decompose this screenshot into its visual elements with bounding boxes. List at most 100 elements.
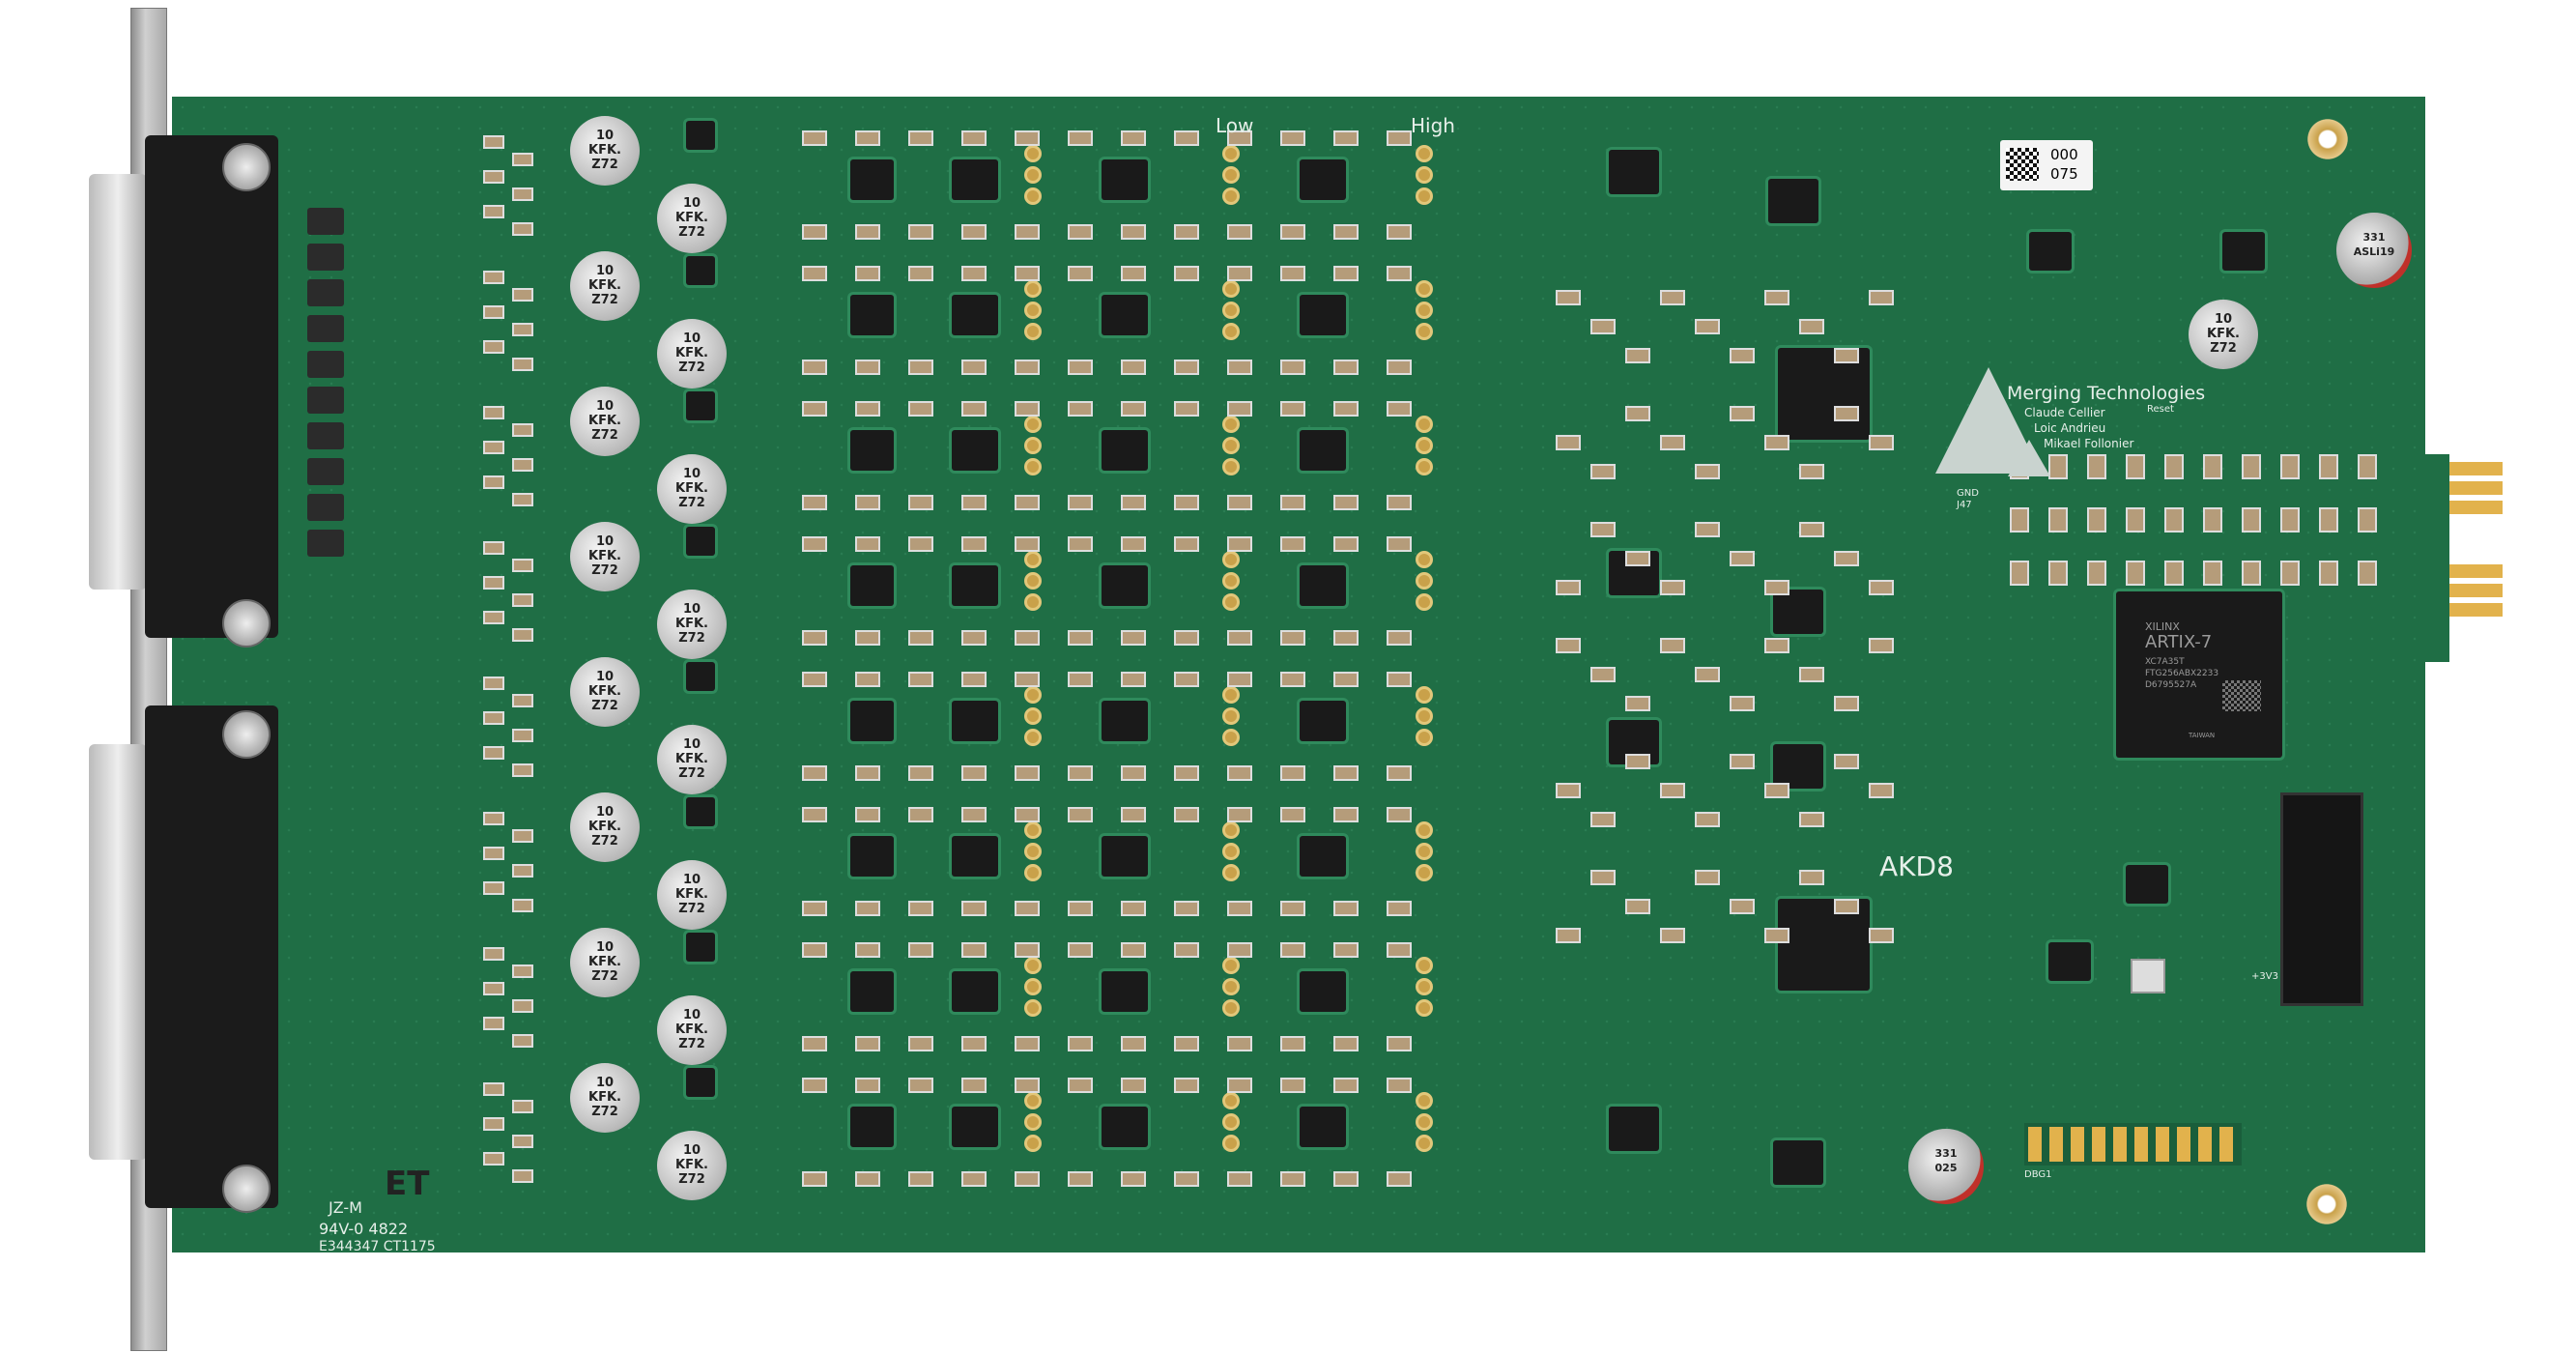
smd-resistor — [512, 593, 533, 607]
test-point — [1222, 416, 1240, 433]
smd-resistor — [1068, 807, 1093, 822]
smd-resistor — [908, 630, 933, 646]
cap-marking: 10 — [595, 940, 615, 955]
smd-resistor — [908, 765, 933, 781]
ferrite-inductor — [307, 315, 344, 342]
smd-resistor — [1280, 1078, 1305, 1093]
smd-capacitor — [2242, 454, 2261, 479]
cap-marking: 025 — [1934, 1162, 1958, 1174]
opamp-chip — [1773, 1140, 1823, 1185]
edge-connector — [2449, 462, 2503, 617]
smd-resistor — [512, 288, 533, 302]
smd-resistor — [1015, 130, 1040, 146]
reset-button[interactable] — [2131, 959, 2165, 993]
cap-marking: KFK. — [2207, 327, 2240, 341]
fpga-lot: D6795527A — [2145, 680, 2197, 690]
smd-resistor — [1227, 807, 1252, 822]
smd-resistor — [1015, 901, 1040, 916]
edge-contact — [2449, 462, 2503, 475]
smd-resistor — [483, 1152, 504, 1166]
smd-resistor — [1121, 1036, 1146, 1051]
smd-resistor — [1227, 224, 1252, 240]
smd-resistor — [483, 170, 504, 184]
smd-capacitor — [2280, 561, 2300, 586]
smd-resistor — [961, 266, 987, 281]
smd-resistor — [1068, 1171, 1093, 1187]
smd-component — [1764, 580, 1789, 595]
smd-capacitor — [2358, 561, 2377, 586]
cap-marking: KFK. — [588, 549, 621, 563]
smd-resistor — [1174, 807, 1199, 822]
opamp-chip — [952, 1107, 998, 1147]
smd-resistor — [1387, 630, 1412, 646]
serial-line: 075 — [2050, 165, 2078, 183]
smd-resistor — [483, 711, 504, 725]
cap-marking: 10 — [2214, 312, 2233, 327]
gnd-label: GND — [1957, 488, 1979, 499]
smd-resistor — [1015, 942, 1040, 958]
smd-component — [1590, 319, 1616, 334]
smd-component — [1695, 319, 1720, 334]
smd-resistor — [1068, 942, 1093, 958]
smd-resistor — [483, 1117, 504, 1131]
smd-resistor — [1121, 360, 1146, 375]
smd-capacitor — [2164, 454, 2184, 479]
cap-marking: 10 — [682, 873, 701, 887]
smd-resistor — [1280, 495, 1305, 510]
smd-component — [1695, 870, 1720, 885]
smd-component — [1730, 696, 1755, 711]
smd-capacitor — [2242, 507, 2261, 533]
edge-contact — [2449, 564, 2503, 578]
smd-resistor — [802, 536, 827, 552]
smd-resistor — [1280, 401, 1305, 417]
smd-resistor — [1174, 130, 1199, 146]
pcie-edge-tab — [2420, 454, 2449, 662]
cap-marking: KFK. — [675, 346, 708, 360]
smd-resistor — [961, 630, 987, 646]
smd-capacitor — [2319, 454, 2338, 479]
opamp-chip — [850, 1107, 894, 1147]
ferrite-inductor — [307, 458, 344, 485]
smd-resistor — [483, 1082, 504, 1096]
smd-resistor — [512, 1135, 533, 1148]
logo-designer: Loic Andrieu — [2034, 421, 2106, 435]
test-point — [1222, 1135, 1240, 1152]
test-point — [1222, 864, 1240, 881]
smd-component — [1834, 899, 1859, 914]
smd-resistor — [1333, 360, 1359, 375]
smd-resistor — [1068, 401, 1093, 417]
smd-resistor — [961, 224, 987, 240]
smd-resistor — [1333, 130, 1359, 146]
smd-resistor — [1227, 360, 1252, 375]
test-point — [1416, 864, 1433, 881]
test-point — [1222, 323, 1240, 340]
smd-resistor — [1174, 360, 1199, 375]
cap-marking: Z72 — [678, 360, 705, 375]
opamp-chip — [850, 565, 894, 606]
opamp-chip — [1773, 590, 1823, 634]
smd-resistor — [1227, 630, 1252, 646]
cap-marking: Z72 — [591, 834, 618, 849]
smd-resistor — [512, 829, 533, 843]
smd-resistor — [1121, 495, 1146, 510]
test-point — [1416, 686, 1433, 704]
smd-resistor — [855, 807, 880, 822]
test-point — [1222, 280, 1240, 298]
ferrite-inductor — [307, 208, 344, 235]
gold-debug-pad — [2177, 1127, 2190, 1162]
cap-marking: KFK. — [588, 955, 621, 969]
test-point — [1416, 843, 1433, 860]
smd-resistor — [483, 1017, 504, 1030]
smd-resistor — [1333, 1036, 1359, 1051]
smd-capacitor — [2126, 561, 2145, 586]
smd-resistor — [855, 1036, 880, 1051]
fpga-family: ARTIX-7 — [2145, 632, 2213, 652]
gold-debug-pad — [2071, 1127, 2084, 1162]
smd-resistor — [512, 458, 533, 472]
smd-resistor — [1227, 765, 1252, 781]
cap-marking: Z72 — [591, 428, 618, 443]
cap-marking: ASLi19 — [2353, 245, 2395, 258]
